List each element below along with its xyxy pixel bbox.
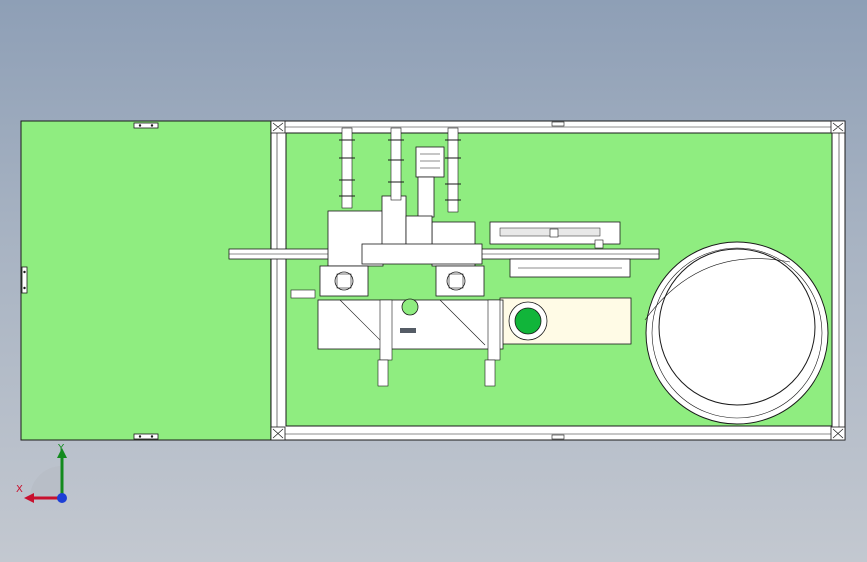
center-cylinder	[361, 146, 483, 265]
slide-assembly	[489, 221, 631, 278]
axis-x-label: X	[16, 484, 23, 495]
adjust-screw-left	[377, 299, 393, 387]
base-plate	[317, 298, 504, 350]
door-handle	[21, 266, 28, 294]
axis-triad: X Y	[10, 440, 80, 510]
pneumatic-fitting-2	[388, 127, 404, 201]
axis-y-label: Y	[58, 443, 65, 454]
pneumatic-fitting-1	[339, 127, 355, 209]
vibratory-bowl-feeder	[644, 241, 829, 425]
adjust-screw-right	[484, 299, 501, 387]
axis-triad-graphic	[24, 448, 67, 503]
pneumatic-fitting-3	[445, 127, 461, 213]
door-hinge-bottom	[133, 433, 159, 440]
side-knob	[290, 289, 316, 299]
door-hinge-top	[133, 122, 159, 129]
left-door-panel	[20, 120, 272, 441]
chute-box	[499, 297, 632, 345]
